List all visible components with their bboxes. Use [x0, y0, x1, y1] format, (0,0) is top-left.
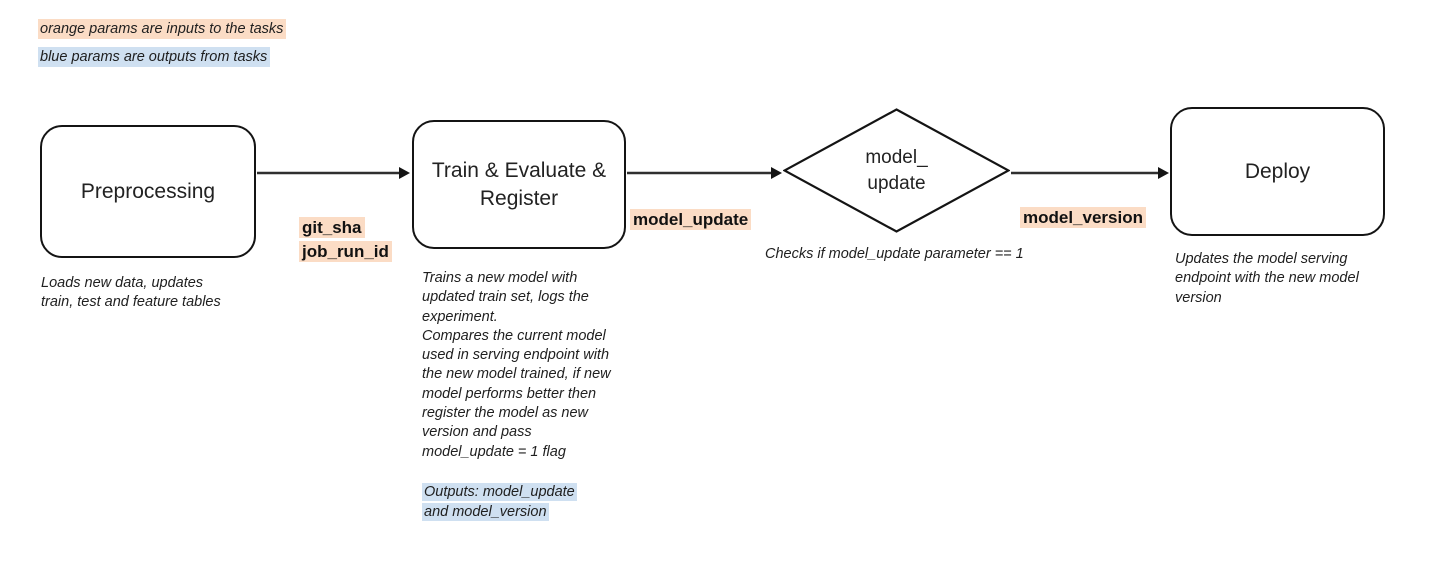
legend-blue-note: blue params are outputs from tasks — [38, 47, 271, 67]
node-train-label: Train & Evaluate & Register — [431, 159, 607, 210]
node-decision-model-update[interactable]: model_ update — [783, 108, 1010, 233]
node-deploy[interactable]: Deploy — [1170, 107, 1385, 236]
node-preprocessing-label: Preprocessing — [80, 179, 216, 203]
node-preprocessing[interactable]: Preprocessing — [40, 125, 256, 258]
node-deploy-label: Deploy — [1244, 159, 1311, 183]
arrow-train-to-decision — [627, 165, 782, 181]
edge-label-model-update: model_update — [630, 184, 752, 232]
caption-preprocessing: Loads new data, updates train, test and … — [41, 275, 221, 311]
caption-deploy: Updates the model serving endpoint with … — [1175, 251, 1359, 306]
edge-label-git-sha-text: git_sha job_run_id — [299, 217, 392, 263]
caption-train-outputs-text: Outputs: model_update and model_version — [422, 483, 577, 521]
diamond-shape-icon — [783, 108, 1010, 233]
arrow-preprocessing-to-train — [257, 165, 410, 181]
legend-blue-note-text: blue params are outputs from tasks — [38, 47, 271, 67]
edge-label-model-version: model_version — [1020, 182, 1146, 230]
edge-label-model-update-text: model_update — [630, 209, 752, 231]
node-decision-label: model_ update — [865, 147, 928, 194]
arrow-decision-to-deploy — [1011, 165, 1169, 181]
edge-label-model-version-text: model_version — [1020, 207, 1146, 229]
edge-label-git-sha-job-run-id: git_sha job_run_id — [299, 192, 392, 264]
caption-decision: Checks if model_update parameter == 1 — [765, 246, 1024, 262]
legend-orange-note: orange params are inputs to the tasks — [38, 19, 287, 39]
node-train-evaluate-register[interactable]: Train & Evaluate & Register — [412, 120, 626, 249]
caption-train: Trains a new model with updated train se… — [422, 270, 611, 460]
caption-train-outputs: Outputs: model_update and model_version — [422, 464, 597, 522]
legend-orange-note-text: orange params are inputs to the tasks — [38, 19, 287, 39]
